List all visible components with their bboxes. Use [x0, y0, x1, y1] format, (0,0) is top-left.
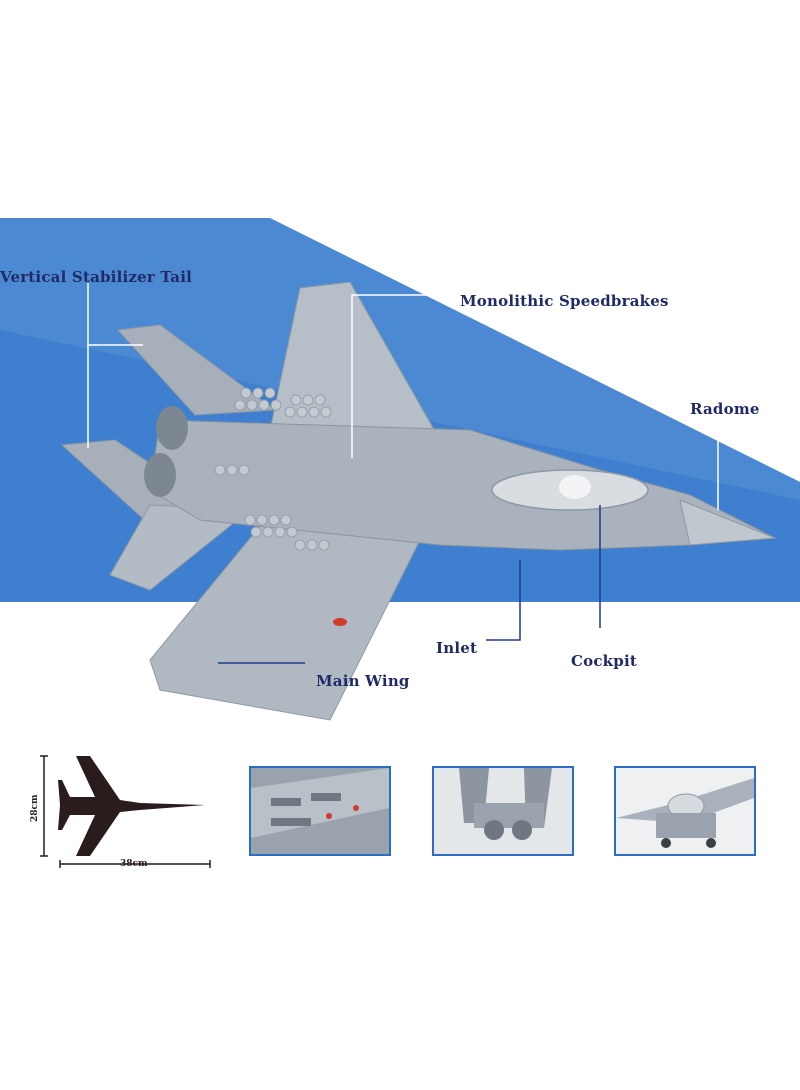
callout-inlet: Inlet — [436, 639, 478, 657]
detail-thumbnail-underside — [249, 766, 391, 856]
blue-band-highlight — [0, 218, 800, 500]
dimension-height: 28cm — [30, 794, 40, 822]
callout-speedbrakes: Monolithic Speedbrakes — [460, 292, 669, 310]
detail-thumbnail-front — [614, 766, 756, 856]
size-silhouette — [40, 755, 211, 868]
callout-radome: Radome — [690, 400, 760, 418]
callout-lines — [87, 283, 719, 510]
callout-vertical-stabilizer: Vertical Stabilizer Tail — [0, 268, 192, 286]
aircraft-model — [60, 281, 777, 721]
callout-cockpit: Cockpit — [571, 652, 637, 670]
callout-main-wing: Main Wing — [316, 672, 410, 690]
detail-thumbnail-rear — [432, 766, 574, 856]
dimension-width: 38cm — [120, 859, 148, 869]
